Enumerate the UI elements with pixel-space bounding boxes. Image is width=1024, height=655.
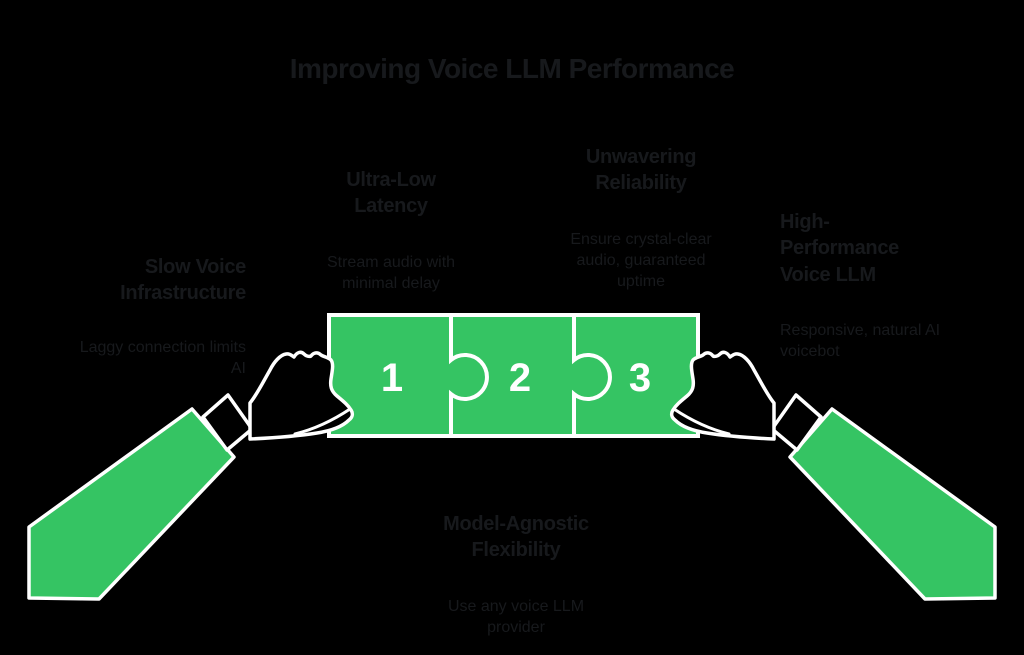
callout-body: Stream audio with minimal delay	[326, 253, 456, 292]
callout-slow-voice-infrastructure: Slow Voice Infrastructure Laggy connecti…	[46, 236, 247, 398]
callout-model-agnostic-flexibility: Model-Agnostic Flexibility Use any voice…	[416, 493, 616, 655]
left-finger-line	[293, 407, 352, 436]
left-hand	[248, 350, 355, 441]
right-sleeve	[788, 407, 997, 601]
left-hand-silhouette	[248, 350, 355, 441]
callout-body: Ensure crystal-clear audio, guaranteed u…	[570, 230, 712, 290]
callout-heading: Model-Agnostic Flexibility	[443, 513, 589, 562]
callout-high-performance-voice-llm: High- Performance Voice LLM Responsive, …	[780, 191, 970, 381]
callout-heading: Unwavering Reliability	[585, 146, 697, 195]
right-hand-silhouette	[669, 350, 776, 441]
puzzle-piece-1-number: 1	[381, 356, 403, 400]
puzzle-piece-3-number: 3	[629, 356, 651, 400]
puzzle-divider-1	[449, 315, 489, 436]
callout-ultra-low-latency: Ultra-Low Latency Stream audio with mini…	[291, 149, 491, 313]
right-finger-line	[672, 407, 731, 436]
puzzle-strip: 1 2 3	[327, 313, 700, 438]
callout-unwavering-reliability: Unwavering Reliability Ensure crystal-cl…	[541, 126, 741, 311]
puzzle-piece-2-number: 2	[509, 356, 531, 400]
callout-body: Laggy connection limits AI	[79, 338, 246, 377]
callout-heading: High- Performance Voice LLM	[780, 211, 899, 286]
right-hand	[669, 350, 776, 441]
callout-heading: Slow Voice Infrastructure	[120, 256, 246, 305]
page-title: Improving Voice LLM Performance	[289, 53, 735, 84]
callout-heading: Ultra-Low Latency	[346, 169, 436, 218]
callout-body: Use any voice LLM provider	[447, 597, 585, 636]
puzzle-divider-2	[572, 315, 612, 436]
callout-body: Responsive, natural AI voicebot	[780, 322, 941, 361]
left-sleeve	[27, 407, 236, 601]
